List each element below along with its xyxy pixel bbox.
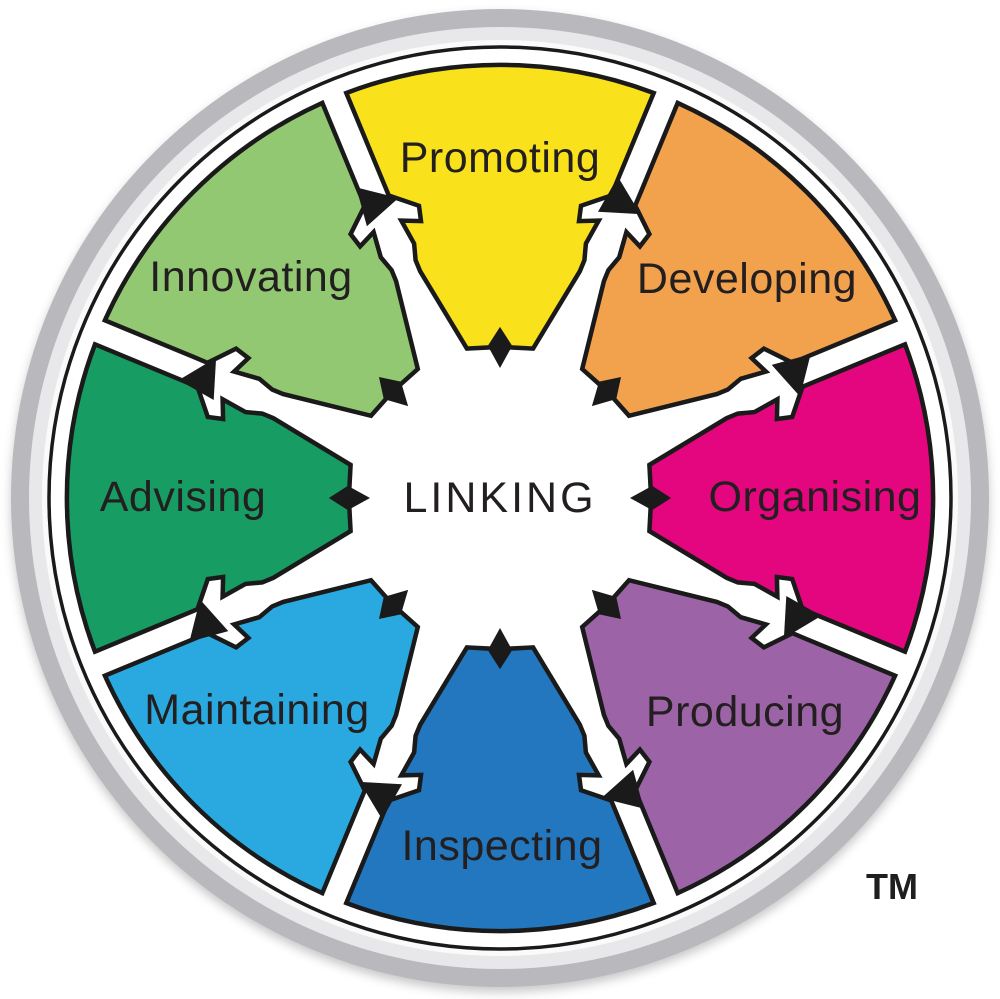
segment-developing: Developing [579, 99, 899, 419]
center-label: LINKING [403, 474, 596, 522]
segment-advising: Advising [64, 341, 370, 655]
tip-diamond-icon [591, 589, 621, 619]
clockwise-arrow-icon [598, 176, 641, 215]
segment-shape-promoting [343, 62, 657, 351]
segment-shape-innovating [101, 99, 421, 419]
segment-promoting: Promoting [343, 62, 657, 368]
segment-label-promoting: Promoting [400, 134, 600, 182]
clockwise-arrow-icon [356, 187, 399, 227]
segment-label-organising: Organising [709, 473, 922, 521]
tip-diamond-icon [330, 487, 370, 509]
clockwise-arrow-icon [359, 781, 402, 820]
clockwise-arrow-icon [783, 596, 822, 639]
tip-diamond-icon [489, 328, 511, 368]
segment-shape-producing [579, 577, 899, 897]
segment-shape-maintaining [101, 577, 421, 897]
segment-shape-advising [64, 341, 353, 655]
segment-label-developing: Developing [637, 255, 857, 303]
tip-diamond-icon [630, 487, 670, 509]
tip-diamond-icon [379, 377, 409, 407]
clockwise-arrow-icon [178, 357, 217, 400]
trademark-symbol: TM [866, 866, 918, 907]
segment-inspecting: Inspecting [343, 628, 657, 934]
tip-diamond-icon [591, 377, 621, 407]
segment-label-maintaining: Maintaining [144, 686, 369, 734]
tip-diamond-icon [489, 628, 511, 668]
segment-shape-inspecting [343, 645, 657, 934]
segments-layer: PromotingDevelopingOrganisingProducingIn… [64, 62, 936, 934]
segment-producing: Producing [579, 577, 899, 897]
segment-label-innovating: Innovating [149, 253, 352, 301]
segment-innovating: Innovating [101, 99, 421, 419]
segment-label-advising: Advising [100, 473, 267, 521]
segment-shape-developing [579, 99, 899, 419]
segment-label-producing: Producing [646, 688, 844, 736]
segment-organising: Organising [630, 341, 936, 655]
tip-diamond-icon [379, 589, 409, 619]
segment-label-inspecting: Inspecting [401, 822, 602, 870]
segment-shape-organising [647, 341, 936, 655]
